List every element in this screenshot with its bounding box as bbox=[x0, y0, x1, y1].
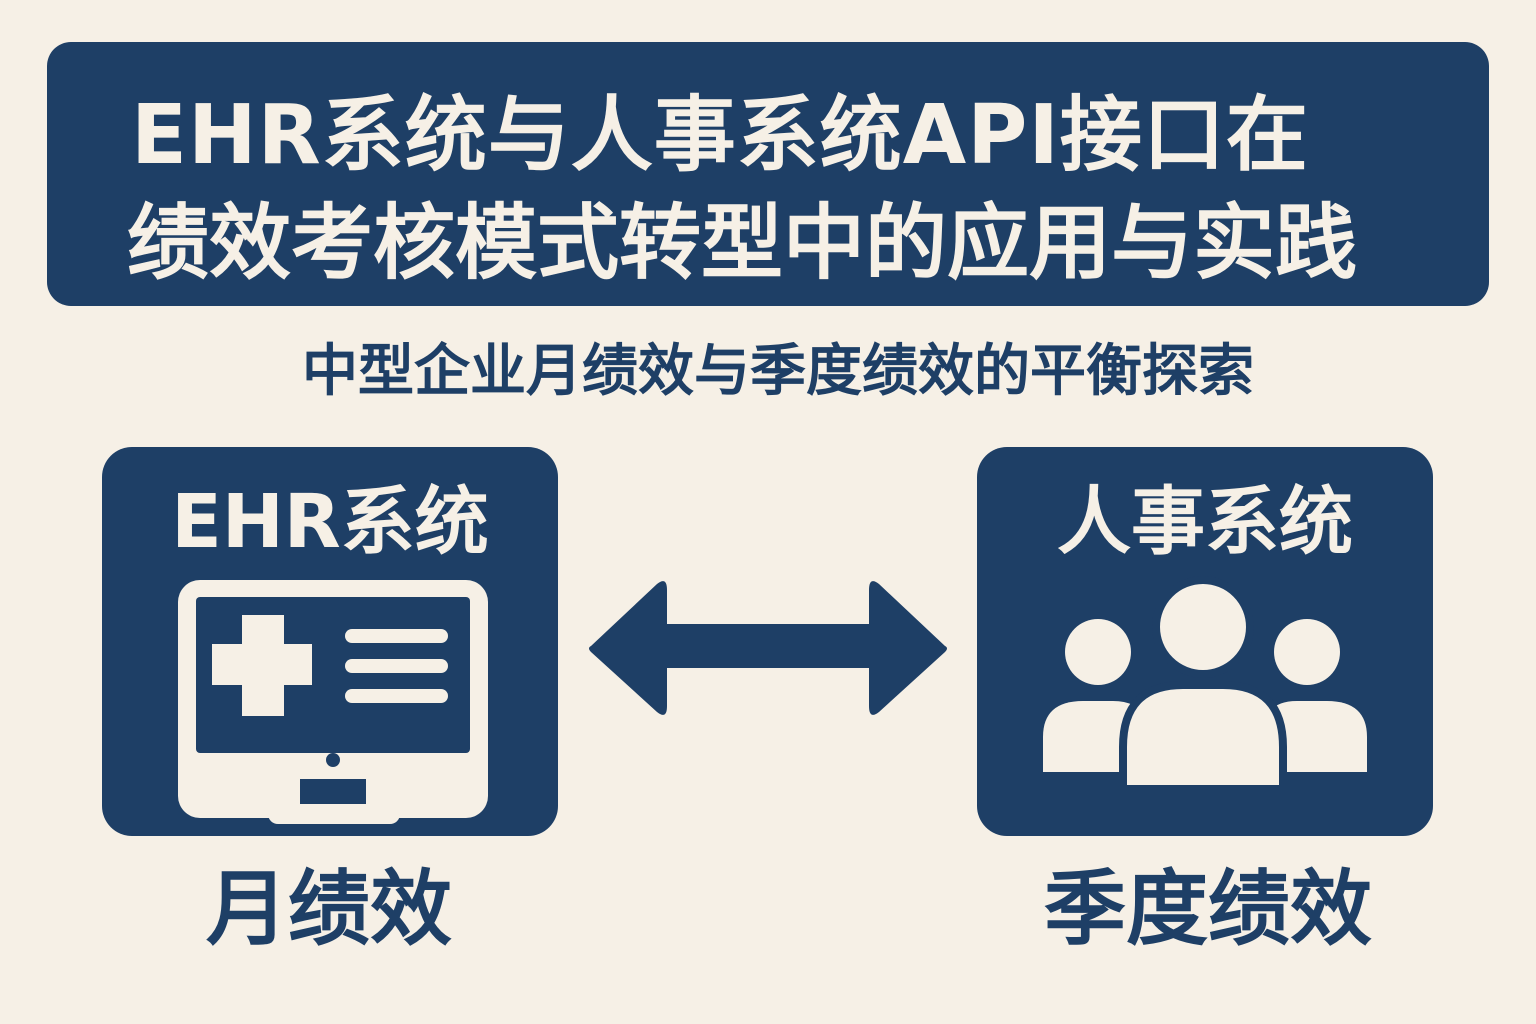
title-banner: EHR系统与人事系统API接口在 绩效考核模式转型中的应用与实践 bbox=[47, 42, 1489, 306]
double-arrow-icon bbox=[589, 581, 947, 715]
hr-system-heading: 人事系统 bbox=[1057, 479, 1353, 565]
quarterly-performance-caption: 季度绩效 bbox=[1044, 862, 1373, 957]
monthly-performance-caption: 月绩效 bbox=[206, 862, 453, 957]
title-line-1: EHR系统与人事系统API接口在 bbox=[131, 88, 1309, 183]
subtitle: 中型企业月绩效与季度绩效的平衡探索 bbox=[302, 339, 1254, 404]
people-group-icon bbox=[1043, 576, 1367, 793]
hr-system-panel: 人事系统 bbox=[977, 447, 1433, 836]
title-line-2: 绩效考核模式转型中的应用与实践 bbox=[127, 196, 1358, 291]
ehr-system-heading: EHR系统 bbox=[171, 479, 489, 565]
computer-monitor-medical-icon bbox=[178, 580, 488, 824]
ehr-system-panel: EHR系统 bbox=[102, 447, 558, 836]
